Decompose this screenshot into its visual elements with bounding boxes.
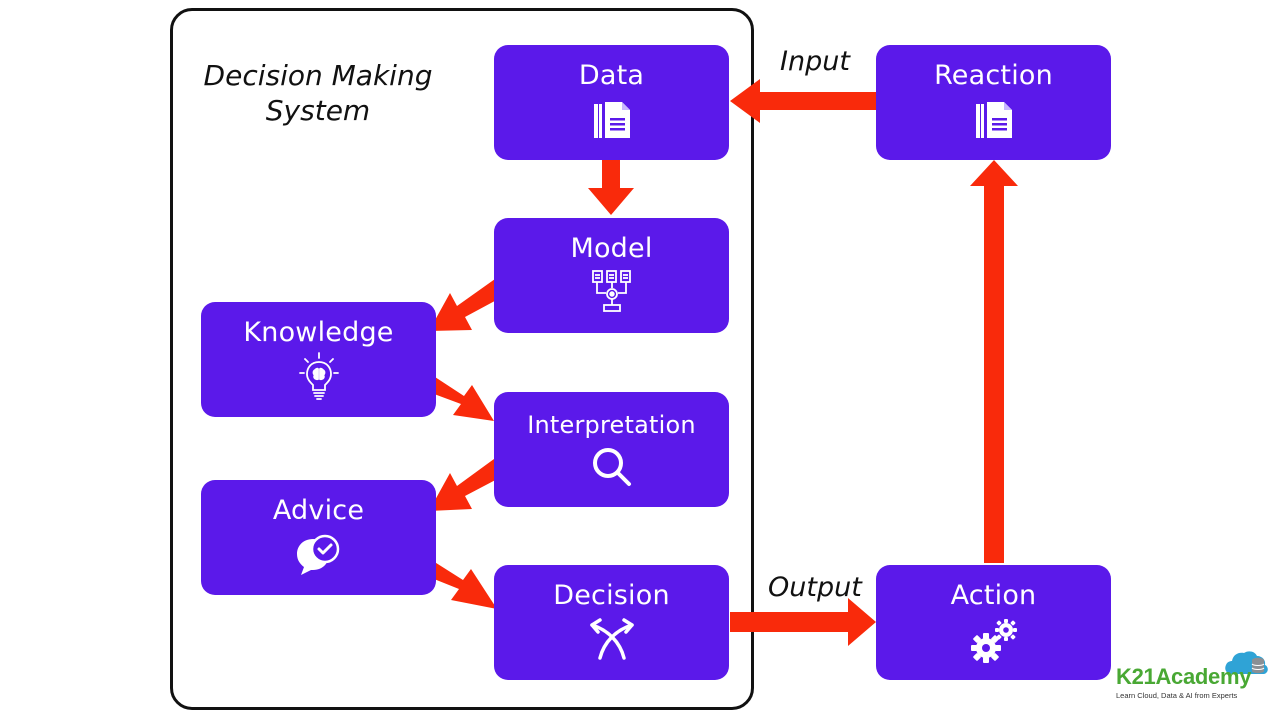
document-icon <box>584 92 640 148</box>
split-arrows-icon <box>584 612 640 668</box>
system-title-line1: Decision Making <box>203 59 433 92</box>
node-decision-label: Decision <box>553 580 670 611</box>
arrow-reaction-to-data <box>730 79 876 123</box>
output-label: Output <box>768 572 862 603</box>
node-data: Data <box>494 45 729 160</box>
node-advice: Advice <box>201 480 436 595</box>
node-decision: Decision <box>494 565 729 680</box>
node-reaction: Reaction <box>876 45 1111 160</box>
node-action-label: Action <box>950 580 1037 611</box>
arrow-advice-to-decision <box>424 561 497 609</box>
arrow-interpretation-to-advice <box>429 459 503 511</box>
arrow-decision-to-action <box>730 598 876 646</box>
node-knowledge-label: Knowledge <box>243 317 394 348</box>
brand-watermark: K21Academy Learn Cloud, Data & AI from E… <box>1112 646 1272 706</box>
brand-name: K21Academy <box>1116 664 1252 689</box>
decision-making-system-frame <box>170 8 754 710</box>
brand-tagline: Learn Cloud, Data & AI from Experts <box>1116 691 1238 700</box>
input-label: Input <box>780 46 850 77</box>
node-model-label: Model <box>570 233 653 264</box>
system-title: Decision Making System <box>198 58 438 128</box>
node-advice-label: Advice <box>272 495 365 526</box>
node-knowledge: Knowledge <box>201 302 436 417</box>
node-interpretation-label: Interpretation <box>527 411 696 439</box>
arrow-knowledge-to-interpretation <box>426 377 494 421</box>
node-data-label: Data <box>578 60 645 91</box>
magnifier-icon <box>584 439 640 495</box>
system-title-line2: System <box>265 94 371 127</box>
node-action: Action <box>876 565 1111 680</box>
node-interpretation: Interpretation <box>494 392 729 507</box>
arrow-data-to-model <box>588 160 634 215</box>
document-icon <box>966 92 1022 148</box>
chat-check-icon <box>291 527 347 583</box>
node-model: Model <box>494 218 729 333</box>
arrow-action-to-reaction <box>970 160 1018 563</box>
model-flow-icon <box>584 265 640 321</box>
node-reaction-label: Reaction <box>934 60 1053 91</box>
gears-icon <box>966 612 1022 668</box>
lightbulb-brain-icon <box>291 349 347 405</box>
arrow-model-to-knowledge <box>429 279 504 331</box>
cloud-database-icon <box>1222 646 1272 678</box>
